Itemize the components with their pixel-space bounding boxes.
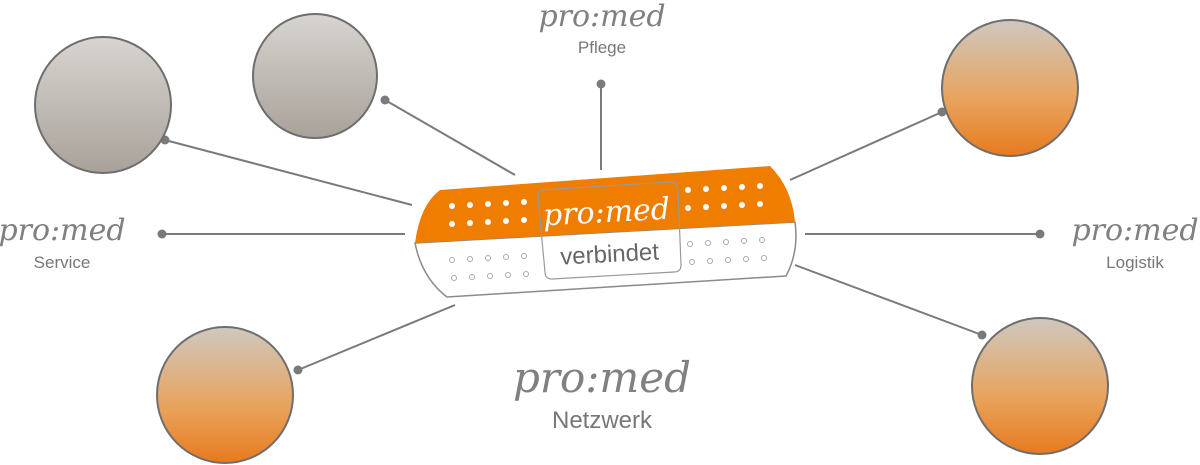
logistik-brand: pro:med xyxy=(1071,213,1198,248)
center-tagline: verbindet xyxy=(560,238,660,270)
photo-young-woman xyxy=(971,317,1109,455)
photo-senior-woman xyxy=(252,13,378,139)
netzwerk-brand: pro:med xyxy=(513,353,691,402)
center-brand: pro:med xyxy=(542,192,671,234)
service-brand: pro:med xyxy=(0,213,126,248)
line-young-woman xyxy=(794,264,983,336)
line-baby xyxy=(164,139,413,206)
line-senior-man xyxy=(789,111,943,181)
connector-lines xyxy=(162,84,1040,371)
service-label: Service xyxy=(34,253,91,272)
photo-senior-man xyxy=(941,19,1079,157)
photo-baby xyxy=(34,36,172,174)
bandage: pro:med verbindet xyxy=(414,166,797,298)
netzwerk-label: Netzwerk xyxy=(552,407,653,434)
connector-dots xyxy=(157,79,1045,375)
logistik-label: Logistik xyxy=(1106,253,1164,272)
pflege-label: Pflege xyxy=(578,38,626,57)
line-man xyxy=(297,304,456,371)
line-senior-woman xyxy=(384,99,516,176)
photo-man xyxy=(156,326,294,464)
pflege-brand: pro:med xyxy=(538,0,665,34)
